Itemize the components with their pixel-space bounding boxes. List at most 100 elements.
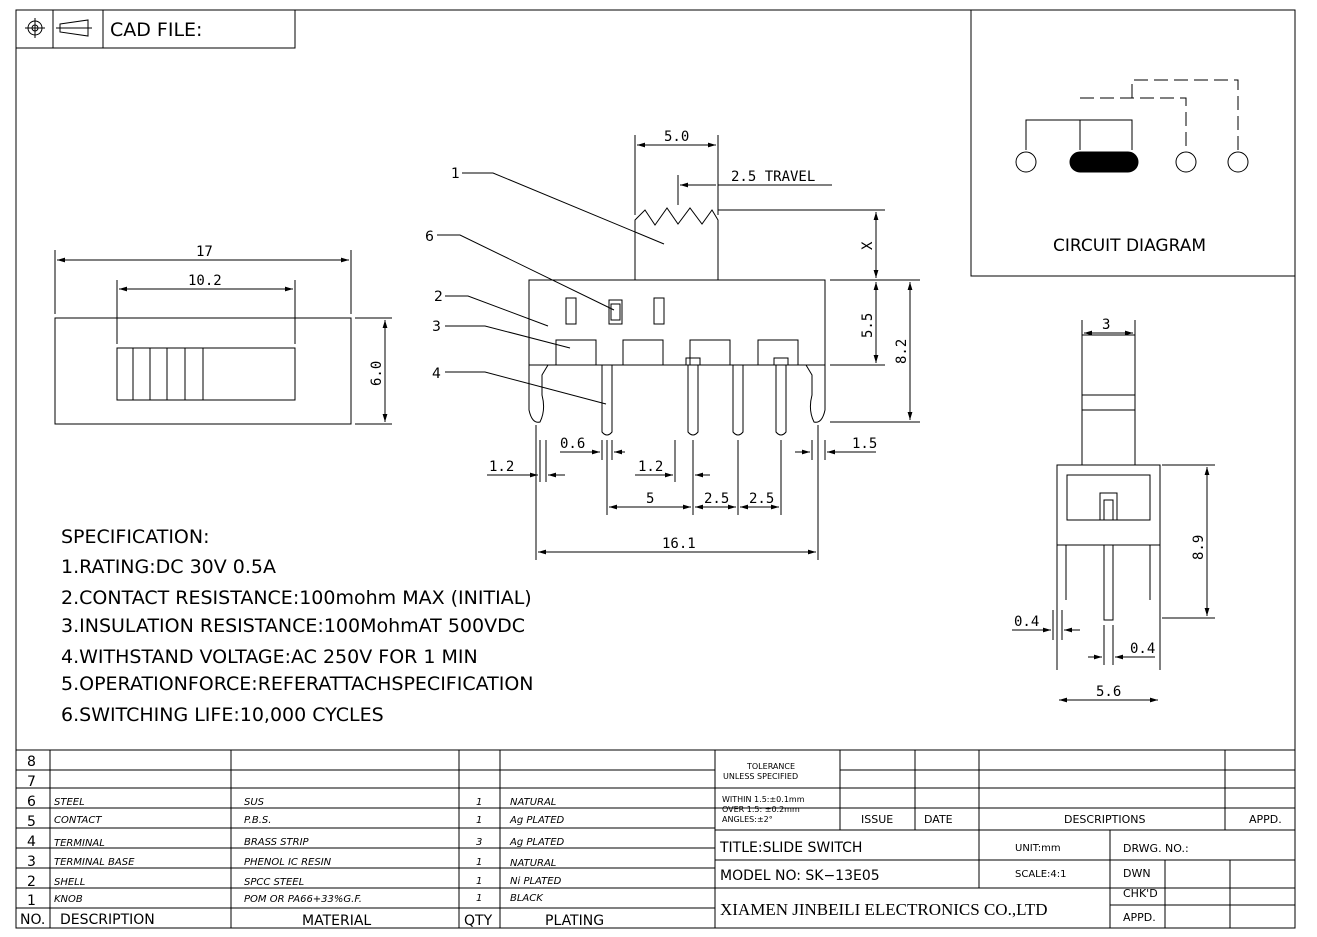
tolerance-sub: UNLESS SPECIFIED bbox=[723, 772, 798, 781]
bom-no: 2 bbox=[27, 874, 36, 890]
bom-header-no: NO. bbox=[20, 912, 45, 928]
tolerance-label: TOLERANCE bbox=[746, 762, 795, 771]
bom-material: SPCC STEEL bbox=[244, 877, 304, 888]
bom-no: 1 bbox=[27, 893, 36, 909]
dim-2-5b: 2.5 bbox=[749, 491, 774, 507]
dim-travel: 2.5 TRAVEL bbox=[731, 169, 815, 185]
descriptions-label: DESCRIPTIONS bbox=[1064, 813, 1145, 826]
dim-0-4a: 0.4 bbox=[1014, 614, 1039, 630]
unit-label: UNIT:mm bbox=[1015, 843, 1061, 854]
bom-no: 8 bbox=[27, 754, 36, 770]
callout-2: 2 bbox=[434, 289, 443, 305]
drwg-no-label: DRWG. NO.: bbox=[1123, 842, 1189, 855]
tolerance-angles: ANGLES:±2° bbox=[722, 815, 773, 824]
sheet-border bbox=[15, 9, 1296, 929]
dim-1-2b: 1.2 bbox=[638, 459, 663, 475]
bom-no: 4 bbox=[27, 834, 36, 850]
top-view bbox=[54, 250, 392, 425]
dim-17: 17 bbox=[196, 244, 213, 260]
front-view bbox=[437, 135, 920, 560]
dim-1-5: 1.5 bbox=[852, 436, 877, 452]
bom-plating: Ag PLATED bbox=[509, 837, 565, 848]
bom-desc: CONTACT bbox=[54, 815, 102, 826]
bom-header-material: MATERIAL bbox=[302, 913, 371, 929]
issue-label: ISSUE bbox=[861, 813, 893, 826]
dwn-label: DWN bbox=[1123, 867, 1151, 880]
bom-plating: Ni PLATED bbox=[510, 876, 562, 887]
bom-desc: TERMINAL BASE bbox=[54, 857, 135, 868]
dim-5-6: 5.6 bbox=[1096, 684, 1121, 700]
bom-no: 6 bbox=[27, 794, 36, 810]
bom-header-desc: DESCRIPTION bbox=[60, 912, 155, 928]
date-label: DATE bbox=[924, 813, 953, 826]
dim-16-1: 16.1 bbox=[662, 536, 696, 552]
circuit-diagram-title: CIRCUIT DIAGRAM bbox=[1053, 236, 1206, 256]
bom-no: 7 bbox=[27, 774, 36, 790]
bom-qty: 3 bbox=[476, 837, 482, 848]
title-label: TITLE:SLIDE SWITCH bbox=[719, 840, 862, 856]
bom-desc: SHELL bbox=[54, 877, 85, 888]
bom-desc: TERMINAL bbox=[54, 838, 105, 849]
dim-5: 5 bbox=[646, 491, 654, 507]
dim-x: X bbox=[860, 241, 876, 250]
tolerance-within: WITHIN 1.5:±0.1mm bbox=[722, 795, 805, 804]
bom-no: 3 bbox=[27, 854, 36, 870]
dim-0-4b: 0.4 bbox=[1130, 641, 1155, 657]
bom-qty: 1 bbox=[476, 797, 482, 808]
dim-8-9: 8.9 bbox=[1191, 535, 1207, 560]
bom-material: SUS bbox=[244, 797, 265, 808]
bom-qty: 1 bbox=[476, 857, 482, 868]
spec-line-5: 5.OPERATIONFORCE:REFERATTACHSPECIFICATIO… bbox=[61, 673, 534, 695]
bom-desc: KNOB bbox=[54, 894, 83, 905]
circuit-diagram bbox=[1015, 79, 1249, 173]
dim-0-6: 0.6 bbox=[560, 436, 585, 452]
model-label: MODEL NO: SK−13E05 bbox=[720, 868, 880, 884]
spec-line-3: 3.INSULATION RESISTANCE:100MohmAT 500VDC bbox=[61, 615, 525, 637]
dim-2-5a: 2.5 bbox=[704, 491, 729, 507]
projection-symbol-icon bbox=[25, 18, 92, 38]
bom-header-plating: PLATING bbox=[545, 913, 604, 929]
dim-5-5: 5.5 bbox=[860, 313, 876, 338]
dim-8-2: 8.2 bbox=[894, 339, 910, 364]
scale-label: SCALE:4:1 bbox=[1015, 869, 1067, 880]
dim-10-2: 10.2 bbox=[188, 273, 222, 289]
bom-material: PHENOL IC RESIN bbox=[244, 857, 332, 868]
header-box bbox=[15, 9, 296, 49]
dim-1-2a: 1.2 bbox=[489, 459, 514, 475]
spec-line-2: 2.CONTACT RESISTANCE:100mohm MAX (INITIA… bbox=[61, 587, 532, 609]
bom-plating: Ag PLATED bbox=[509, 815, 565, 826]
bom-qty: 1 bbox=[476, 876, 482, 887]
callout-3: 3 bbox=[432, 319, 441, 335]
bom-plating: NATURAL bbox=[510, 797, 556, 808]
cad-file-label: CAD FILE: bbox=[110, 19, 202, 41]
callout-6: 6 bbox=[425, 229, 434, 245]
bom-qty: 1 bbox=[476, 815, 482, 826]
appd2-label: APPD. bbox=[1123, 911, 1156, 924]
appd-label: APPD. bbox=[1249, 813, 1282, 826]
tolerance-over: OVER 1.5: ±0.2mm bbox=[722, 805, 800, 814]
side-view bbox=[1012, 320, 1215, 703]
company-name: XIAMEN JINBEILI ELECTRONICS CO.,LTD bbox=[720, 900, 1048, 919]
bom-qty: 1 bbox=[476, 893, 482, 904]
bom-material: POM OR PA66+33%G.F. bbox=[244, 894, 362, 905]
bom-plating: BLACK bbox=[510, 893, 544, 904]
bom-desc: STEEL bbox=[54, 797, 85, 808]
dim-6-0: 6.0 bbox=[369, 361, 385, 386]
circuit-box bbox=[970, 9, 1296, 277]
bom-no: 5 bbox=[27, 814, 36, 830]
spec-line-6: 6.SWITCHING LIFE:10,000 CYCLES bbox=[61, 704, 384, 726]
bom-material: BRASS STRIP bbox=[244, 837, 310, 848]
bom-material: P.B.S. bbox=[244, 815, 271, 826]
spec-line-1: 1.RATING:DC 30V 0.5A bbox=[61, 556, 276, 578]
chkd-label: CHK'D bbox=[1123, 887, 1158, 900]
spec-title: SPECIFICATION: bbox=[61, 526, 210, 548]
callout-1: 1 bbox=[451, 166, 460, 182]
dim-5-0: 5.0 bbox=[664, 129, 689, 145]
bom-table bbox=[16, 749, 1295, 928]
dim-3: 3 bbox=[1102, 317, 1110, 333]
spec-line-4: 4.WITHSTAND VOLTAGE:AC 250V FOR 1 MIN bbox=[61, 646, 478, 668]
bom-plating: NATURAL bbox=[510, 858, 556, 869]
bom-header-qty: QTY bbox=[464, 913, 493, 929]
bom-rows: 8 7 6 STEEL SUS 1 NATURAL 5 CONTACT P.B.… bbox=[20, 754, 604, 929]
